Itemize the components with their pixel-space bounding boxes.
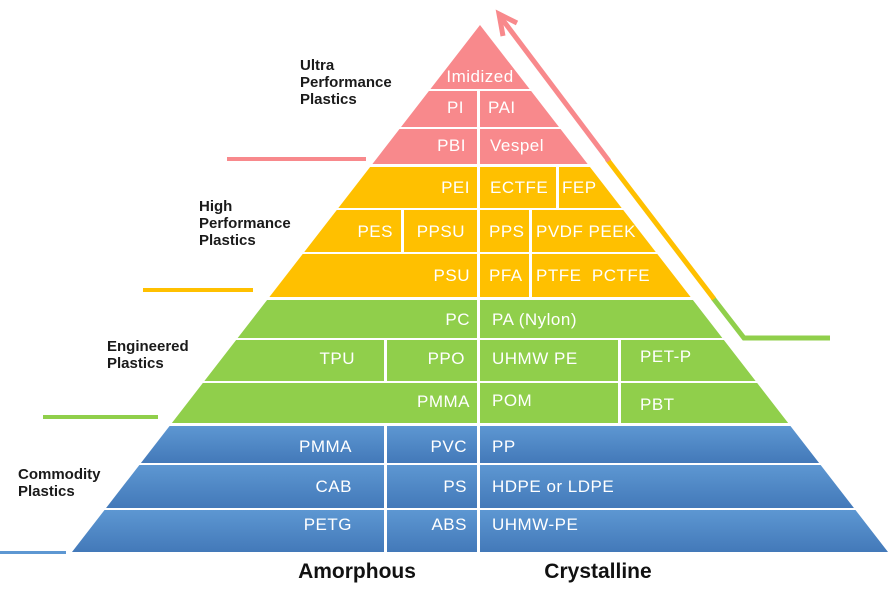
cell-pp: PP (492, 437, 516, 456)
cell-pom: POM (492, 391, 533, 410)
cell-pai: PAI (488, 98, 516, 117)
label-ultra-performance: Ultra Performance Plastics (300, 57, 392, 108)
axis-label-amorphous: Amorphous (298, 560, 416, 583)
cell-ps: PS (443, 477, 467, 496)
cell-abs: ABS (431, 515, 467, 534)
cell-pmma-eng: PMMA (417, 392, 470, 411)
tier-row-petg-uhmw (72, 510, 888, 552)
cell-vespel: Vespel (490, 136, 545, 155)
cell-pc: PC (445, 310, 470, 329)
cell-ppsu: PPSU (416, 222, 465, 241)
cell-pbi: PBI (437, 136, 466, 155)
divider-pps-pvdf (529, 210, 532, 297)
cell-tpu: TPU (319, 349, 355, 368)
cell-pbt: PBT (640, 395, 675, 414)
cell-pmma-com: PMMA (299, 437, 352, 456)
cell-uhmw-pe-com: UHMW-PE (492, 515, 579, 534)
cell-pfa: PFA (489, 266, 523, 285)
cell-imidized: Imidized (446, 67, 514, 86)
label-high-performance: High Performance Plastics (199, 198, 291, 249)
tier-row-pmma-pom (72, 383, 888, 423)
divider-pes-ppsu (401, 210, 404, 252)
divider-uhmw-petp (618, 340, 621, 423)
cell-hdpe-ldpe: HDPE or LDPE (492, 477, 615, 496)
leader-line-ultra (227, 157, 366, 161)
label-commodity: Commodity Plastics (18, 466, 101, 500)
arrow-head-icon (495, 9, 519, 37)
arrow-orange-segment (605, 157, 716, 301)
cell-cab: CAB (315, 477, 352, 496)
leader-line-commodity (0, 551, 66, 554)
cell-fep: FEP (562, 178, 597, 197)
cell-pvc: PVC (430, 437, 467, 456)
divider-tpu-ppo (384, 340, 387, 381)
cell-ectfe: ECTFE (490, 178, 549, 197)
axis-label-crystalline: Crystalline (544, 560, 652, 583)
arrow-green-segment (711, 296, 830, 341)
tier-row-pmma-pp (72, 426, 888, 463)
tier-row-cab-hdpe (72, 465, 888, 508)
cell-pei: PEI (441, 178, 470, 197)
divider-blue-left (384, 426, 387, 552)
leader-line-high (143, 288, 253, 292)
cell-pps: PPS (489, 222, 525, 241)
cell-uhmw-pe-eng: UHMW PE (492, 349, 578, 368)
divider-amorphous-crystalline (477, 91, 480, 552)
cell-pvdf-peek: PVDF PEEK (536, 222, 636, 241)
cell-pi: PI (446, 98, 464, 117)
arrow-pink-segment (497, 13, 611, 163)
leader-line-engineered (43, 415, 158, 419)
cell-pa-nylon: PA (Nylon) (492, 310, 577, 329)
divider-ectfe-fep (556, 167, 559, 208)
label-engineered: Engineered Plastics (107, 338, 189, 372)
cell-petg: PETG (303, 515, 352, 534)
cell-psu: PSU (433, 266, 470, 285)
cell-ptfe-pctfe: PTFE PCTFE (536, 266, 651, 285)
cell-pet-p: PET-P (640, 347, 692, 366)
cell-ppo: PPO (427, 349, 465, 368)
cell-pes: PES (357, 222, 393, 241)
